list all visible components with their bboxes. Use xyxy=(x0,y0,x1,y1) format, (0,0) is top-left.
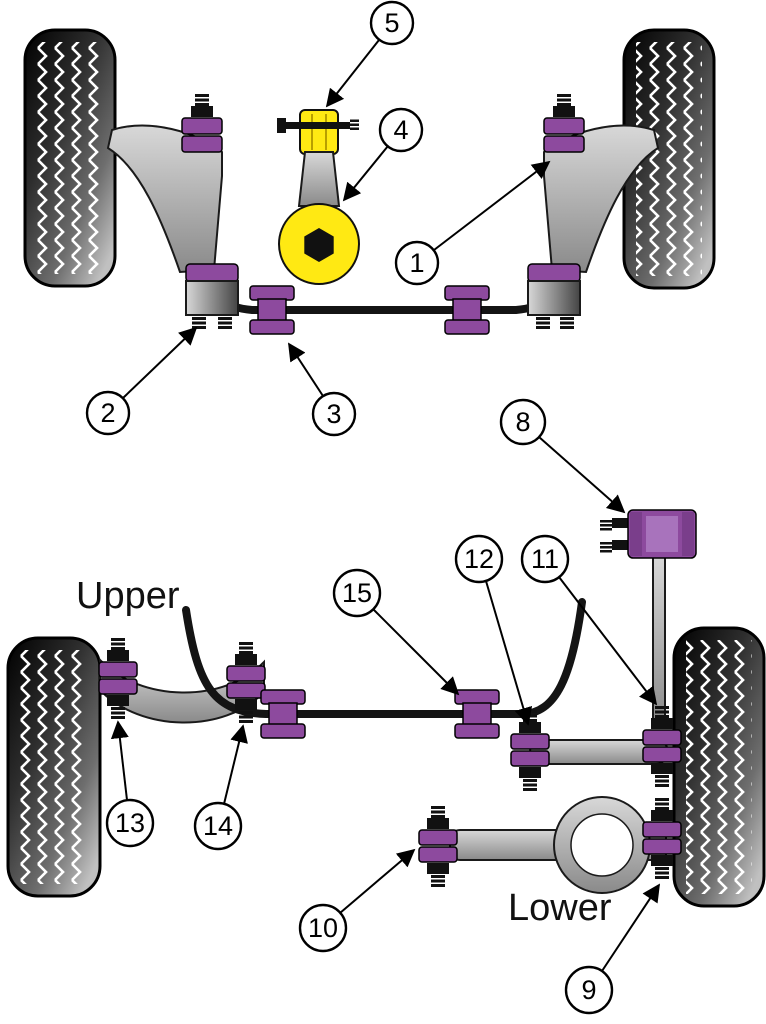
callout-4: 4 xyxy=(342,107,424,202)
rear-anti-roll-bar xyxy=(182,598,586,718)
callout-13: 13 xyxy=(105,720,155,848)
callout-3-arrow xyxy=(288,342,324,397)
callout-1: 1 xyxy=(394,160,551,286)
callout-10-number: 10 xyxy=(308,913,338,943)
callout-8-arrow xyxy=(538,436,626,514)
rear-lower-arm xyxy=(449,796,667,894)
rear-right-tire xyxy=(672,626,766,908)
callout-5: 5 xyxy=(325,0,415,108)
label-upper: Upper xyxy=(76,575,180,617)
callout-2: 2 xyxy=(85,326,198,436)
rear-drop-link xyxy=(652,555,666,725)
callout-8-number: 8 xyxy=(515,407,530,437)
callout-10: 10 xyxy=(298,848,416,953)
callout-11-arrow xyxy=(558,576,658,706)
callout-15-arrow xyxy=(372,608,460,696)
callout-9: 9 xyxy=(564,883,660,1015)
callout-4-number: 4 xyxy=(393,115,408,145)
callout-15-number: 15 xyxy=(342,578,372,608)
callout-3-number: 3 xyxy=(326,399,341,429)
rear-suspension-view: Upper Low xyxy=(6,398,766,1015)
callout-9-number: 9 xyxy=(581,975,596,1005)
tire-tread xyxy=(20,650,88,884)
front-right-control-arm xyxy=(543,124,660,274)
callout-12-arrow xyxy=(485,580,533,726)
callout-14-number: 14 xyxy=(203,811,233,841)
callout-2-arrow xyxy=(122,326,198,399)
callout-8: 8 xyxy=(499,398,626,514)
tire-tread xyxy=(37,42,103,274)
front-left-control-arm xyxy=(106,124,223,274)
top-engine-mount xyxy=(277,109,359,155)
callout-13-arrow xyxy=(110,720,129,801)
tire-tread xyxy=(636,42,702,276)
callout-12: 12 xyxy=(454,534,533,726)
callout-4-arrow xyxy=(342,145,389,202)
callout-15: 15 xyxy=(332,568,460,696)
callout-11: 11 xyxy=(520,534,658,706)
lower-arm-hole xyxy=(570,813,634,877)
callout-3: 3 xyxy=(288,342,357,437)
front-right-arm-bushing xyxy=(543,93,585,153)
lower-arm-bushing-front xyxy=(418,805,458,888)
callout-1-arrow xyxy=(433,160,551,251)
callout-12-number: 12 xyxy=(464,544,494,574)
front-arb-clamp-left xyxy=(185,263,239,329)
front-suspension-view: 5 4 1 2 3 xyxy=(23,0,716,437)
callout-13-number: 13 xyxy=(115,808,145,838)
rear-left-tire xyxy=(6,636,102,898)
callout-14-arrow xyxy=(223,724,248,805)
front-left-tire xyxy=(23,28,117,288)
tire-tread xyxy=(686,640,752,894)
hex-nut xyxy=(304,228,334,262)
callout-10-arrow xyxy=(339,848,416,914)
front-arb-clamp-right xyxy=(527,263,581,329)
callout-14: 14 xyxy=(193,724,248,851)
callout-2-number: 2 xyxy=(100,398,115,428)
front-left-arm-bushing xyxy=(181,93,223,153)
callout-5-arrow xyxy=(325,39,380,108)
callout-5-number: 5 xyxy=(384,8,399,38)
engine-mount-bushing xyxy=(278,203,360,285)
callout-11-number: 11 xyxy=(531,544,559,574)
mount-bolt xyxy=(284,122,350,129)
engine-mount-link xyxy=(297,151,341,207)
tie-rod-bushing-inner xyxy=(510,709,550,792)
callout-9-arrow xyxy=(601,883,660,972)
front-right-tire xyxy=(622,28,716,290)
callout-1-number: 1 xyxy=(409,248,424,278)
rear-top-mount-bushing xyxy=(600,509,697,559)
label-lower: Lower xyxy=(508,887,612,929)
